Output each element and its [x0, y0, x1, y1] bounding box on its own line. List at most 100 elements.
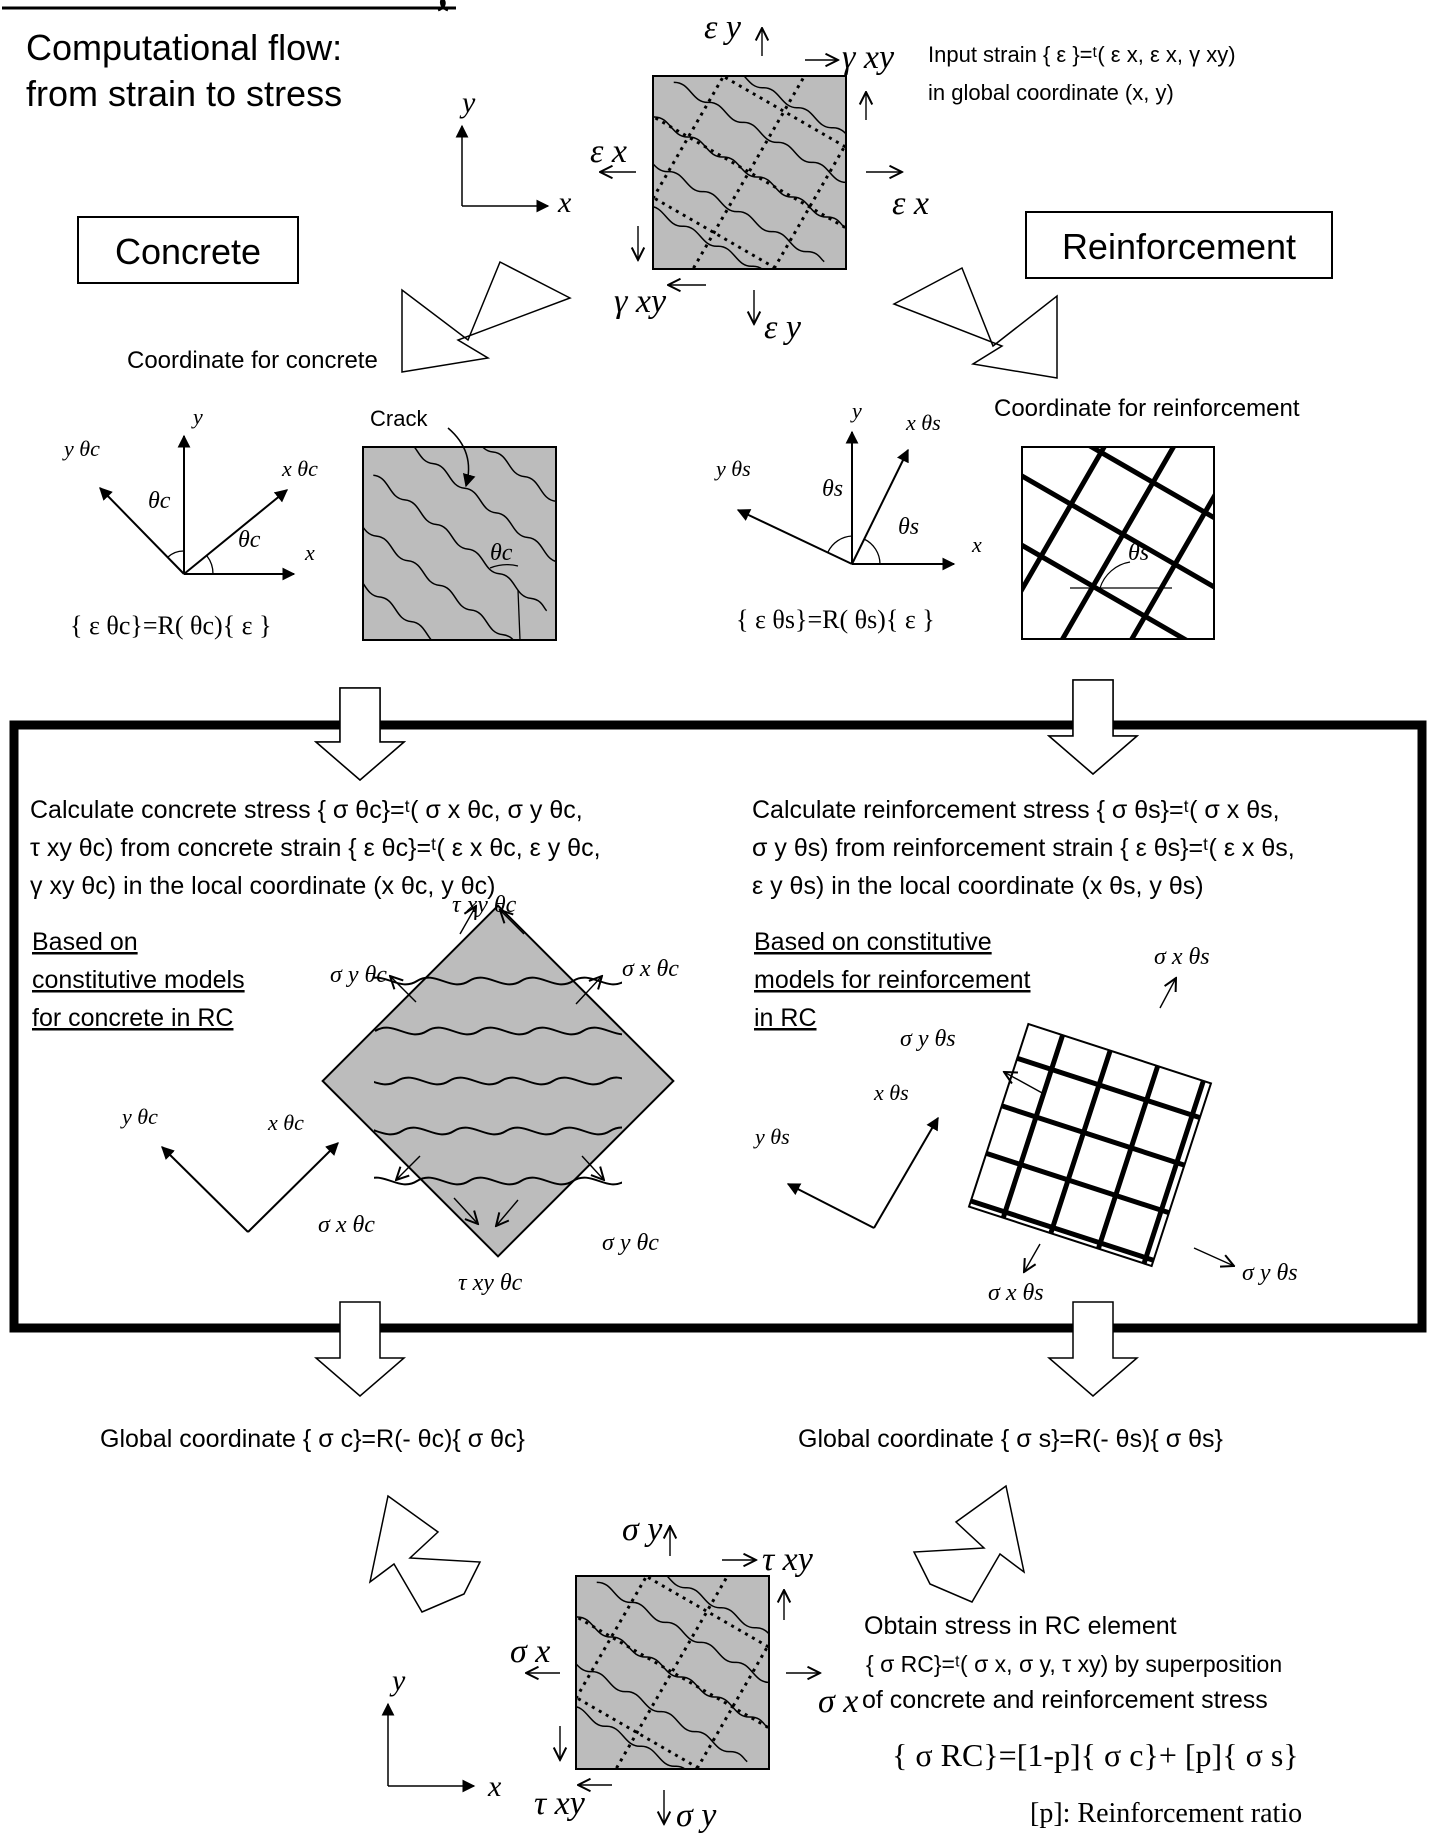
- reinf-sigy-top: σ y θs: [900, 1026, 956, 1052]
- superposition-equation: { σ RC}=[1-p]{ σ c}+ [p]{ σ s}: [892, 1737, 1299, 1773]
- result-tau-top: τ xy: [762, 1541, 814, 1578]
- result-stress-element: σ y τ xy σ x σ x τ xy σ y: [510, 1511, 858, 1834]
- reinf-basis-2: models for reinforcement: [754, 966, 1031, 994]
- title-line-2: from strain to stress: [26, 73, 342, 114]
- concrete-y-theta-label: y θc: [62, 436, 100, 461]
- eps-x-right-label: ε x: [892, 185, 929, 222]
- concrete-tau-top: τ xy θc: [452, 892, 517, 918]
- reinf-calc-line-2: σ y θs) from reinforcement strain { ε θs…: [752, 834, 1295, 862]
- eps-y-bottom-label: ε y: [764, 309, 802, 346]
- result-sigx-right: σ x: [818, 1683, 858, 1720]
- concrete-basis-3: for concrete in RC: [32, 1004, 233, 1032]
- concrete-rotation-eq: { ε θc}=R( θc){ ε }: [70, 611, 272, 640]
- local-calculation-box: [9, 720, 1427, 1333]
- concrete-coord-title: Coordinate for concrete: [127, 347, 378, 374]
- concrete-calc-line-1: Calculate concrete stress { σ θc}=ᵗ( σ x…: [30, 796, 583, 824]
- reinforcement-header-box: [1025, 211, 1333, 279]
- reinf-basis-note: Based on constitutive models for reinfor…: [754, 928, 1031, 1032]
- theta-c-label-1: θc: [148, 488, 171, 514]
- flow-arrow-to-concrete: [401, 260, 572, 373]
- theta-s-label-2: θs: [898, 514, 919, 540]
- reinf-coord-title: Coordinate for reinforcement: [994, 395, 1300, 422]
- axis-x-label-bottom: x: [487, 1770, 502, 1803]
- title-line-1: Computational flow:: [26, 27, 342, 68]
- concrete-sigx-bottom: σ x θc: [318, 1212, 375, 1238]
- flow-arrow-merge-right: [912, 1484, 1026, 1603]
- eps-x-left-label: ε x: [590, 133, 627, 170]
- flow-arrow-to-reinforcement: [892, 266, 1058, 379]
- concrete-crack-element: θc Crack: [362, 406, 557, 641]
- concrete-calc-line-3: γ xy θc) in the local coordinate (x θc, …: [30, 872, 495, 900]
- result-text-3: of concrete and reinforcement stress: [862, 1686, 1268, 1714]
- concrete-local-element: τ xy θc σ x θc σ y θc σ x θc σ y θc τ xy…: [318, 892, 679, 1296]
- reinforcement-header: Reinforcement: [1062, 226, 1296, 267]
- crack-pattern: [653, 76, 846, 269]
- input-strain-label-1: Input strain { ε }=ᵗ( ε x, ε x, γ xy): [928, 42, 1236, 67]
- axis-y-label: y: [459, 86, 476, 119]
- theta-s-label-1: θs: [822, 476, 843, 502]
- reinf-local-axes: y θs x θs: [753, 1080, 939, 1229]
- theta-c-label-2: θc: [238, 527, 261, 553]
- flow-arrow-merge-left: [368, 1494, 482, 1613]
- concrete-axes-diagram: y x x θc y θc θc θc: [62, 404, 318, 581]
- reinf-basis-1: Based on constitutive: [754, 928, 992, 956]
- concrete-x-theta-label: x θc: [281, 456, 318, 481]
- result-tau-bottom: τ xy: [534, 1785, 586, 1822]
- result-text-2: { σ RC}=ᵗ( σ x, σ y, τ xy) by superposit…: [866, 1651, 1282, 1677]
- concrete-sigx-top: σ x θc: [622, 956, 679, 982]
- result-sigx-left: σ x: [510, 1633, 550, 1670]
- reinf-local-element: σ x θs σ y θs σ y θs σ x θs: [900, 944, 1298, 1306]
- flow-arrow-down-reinf-2: [1046, 1301, 1140, 1397]
- reinf-global-eq: Global coordinate { σ s}=R(- θs){ σ θs}: [798, 1425, 1223, 1453]
- concrete-local-axes: y θc x θc: [120, 1104, 339, 1233]
- reinforcement-ratio-note: [p]: Reinforcement ratio: [1030, 1798, 1302, 1829]
- gamma-xy-bottom-label: γ xy: [614, 283, 667, 320]
- concrete-y-label: y: [191, 404, 203, 429]
- reinf-basis-3: in RC: [754, 1004, 817, 1032]
- concrete-basis-1: Based on: [32, 928, 138, 956]
- result-sigy-top: σ y: [622, 1511, 663, 1548]
- reinf-rotation-eq: { ε θs}=R( θs){ ε }: [736, 605, 935, 634]
- reinf-local-y-label: y θs: [753, 1124, 790, 1149]
- concrete-local-y-label: y θc: [120, 1104, 158, 1129]
- concrete-local-x-label: x θc: [267, 1110, 304, 1135]
- concrete-basis-2: constitutive models: [32, 966, 245, 994]
- reinf-calc-line-3: ε y θs) in the local coordinate (x θs, y…: [752, 872, 1204, 900]
- concrete-sigy-top: σ y θc: [330, 962, 387, 988]
- reinf-x-theta-label: x θs: [905, 410, 941, 435]
- concrete-tau-bottom: τ xy θc: [458, 1270, 523, 1296]
- reinf-sigx-top: σ x θs: [1154, 944, 1210, 970]
- reinf-calc-line-1: Calculate reinforcement stress { σ θs}=ᵗ…: [752, 796, 1280, 824]
- reinf-axes-diagram: y x x θs y θs θs θs: [714, 398, 982, 571]
- concrete-sigy-bottom: σ y θc: [602, 1230, 659, 1256]
- axis-y-label-bottom: y: [389, 1664, 406, 1697]
- result-text-1: Obtain stress in RC element: [864, 1612, 1177, 1640]
- gamma-xy-top-label: γ xy: [842, 39, 895, 76]
- concrete-calc-line-2: τ xy θc) from concrete strain { ε θc}=ᵗ(…: [30, 834, 601, 862]
- concrete-theta-in-box: θc: [490, 540, 513, 566]
- global-axes-top: y x: [455, 86, 572, 219]
- cropped-heading-fragment: [2, 0, 456, 12]
- reinf-y-theta-label: y θs: [714, 456, 751, 481]
- reinf-sigx-bottom: σ x θs: [988, 1280, 1044, 1306]
- concrete-header: Concrete: [115, 231, 261, 272]
- reinf-theta-in-box: θs: [1128, 540, 1149, 566]
- crack-label: Crack: [370, 406, 428, 431]
- input-strain-element: ε y γ xy ε x ε x γ xy ε y: [590, 9, 929, 346]
- concrete-global-eq: Global coordinate { σ c}=R(- θc){ σ θc}: [100, 1425, 525, 1453]
- flow-arrow-down-concrete-2: [313, 1301, 407, 1397]
- concrete-header-box: [77, 216, 299, 284]
- reinf-local-x-label: x θs: [873, 1080, 909, 1105]
- reinf-x-label: x: [971, 532, 982, 557]
- reinf-y-label: y: [850, 398, 862, 423]
- global-axes-bottom: y x: [381, 1664, 502, 1803]
- eps-y-top-label: ε y: [704, 9, 742, 46]
- reinf-grid-element: θs: [1021, 446, 1215, 640]
- reinf-sigy-bottom: σ y θs: [1242, 1260, 1298, 1286]
- result-sigy-bottom: σ y: [676, 1797, 717, 1834]
- axis-x-label: x: [557, 186, 572, 219]
- input-strain-label-2: in global coordinate (x, y): [928, 80, 1174, 105]
- crack-pointer: [447, 427, 476, 488]
- concrete-x-label: x: [304, 540, 315, 565]
